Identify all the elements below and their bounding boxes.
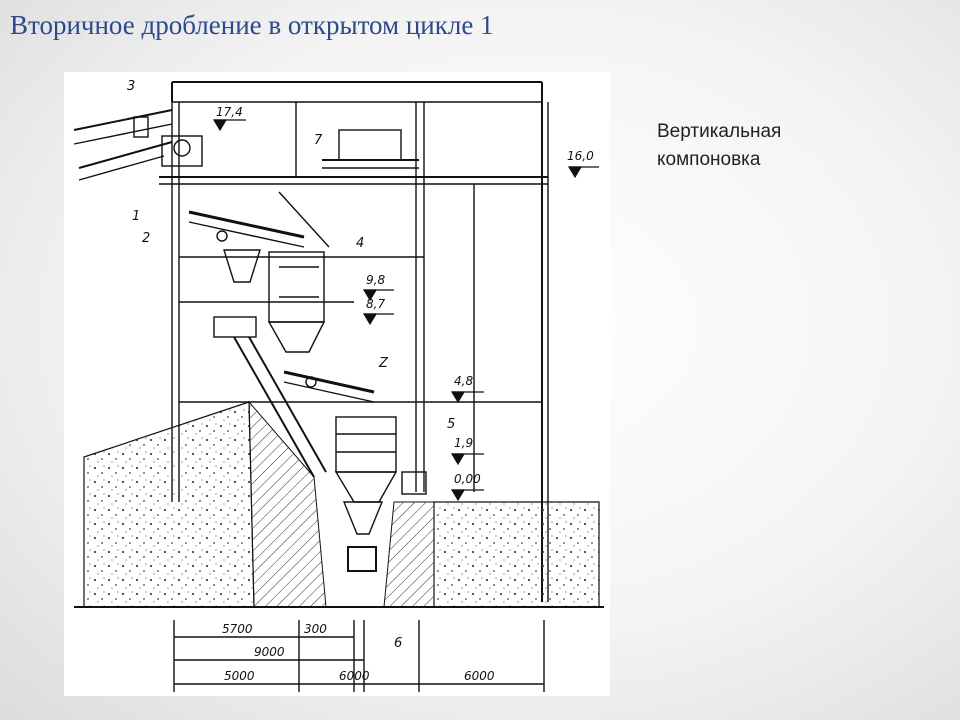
dimension-label: 300	[304, 622, 327, 636]
elevation-label: 1,9	[454, 436, 473, 450]
elevation-label: 16,0	[567, 149, 594, 163]
dimension-label: 9000	[254, 645, 285, 659]
dimension-label: 6000	[464, 669, 495, 683]
caption-line: компоновка	[657, 149, 761, 170]
caption-line: Вертикальная	[657, 121, 782, 142]
dimension-label: 6000	[339, 669, 370, 683]
elevation-label: 0,00	[454, 472, 481, 486]
elevation-label: 9,8	[366, 273, 385, 287]
callout-label: 4	[356, 236, 364, 251]
callout-label: 1	[132, 209, 140, 224]
callout-label: Z	[378, 356, 389, 371]
slide-title: Вторичное дробление в открытом цикле 1	[10, 10, 494, 40]
callout-label: 7	[314, 133, 323, 148]
engineering-drawing: 17,4 16,0 9,8 8,7 4,8 1,9 0,00 3 7 1 2 4…	[64, 72, 610, 696]
elevation-label: 8,7	[366, 297, 385, 311]
dimension-label: 5000	[224, 669, 255, 683]
elevation-label: 17,4	[216, 105, 243, 119]
callout-label: 5	[447, 417, 455, 432]
crushing-plant-section-drawing: 17,4 16,0 9,8 8,7 4,8 1,9 0,00 3 7 1 2 4…	[73, 79, 604, 692]
callout-label: 2	[142, 231, 150, 246]
callout-label: 3	[127, 79, 135, 94]
callout-label: 6	[394, 636, 402, 651]
layout-caption: Вертикальная компоновка	[657, 118, 781, 174]
elevation-label: 4,8	[454, 374, 473, 388]
dimension-label: 5700	[222, 622, 253, 636]
